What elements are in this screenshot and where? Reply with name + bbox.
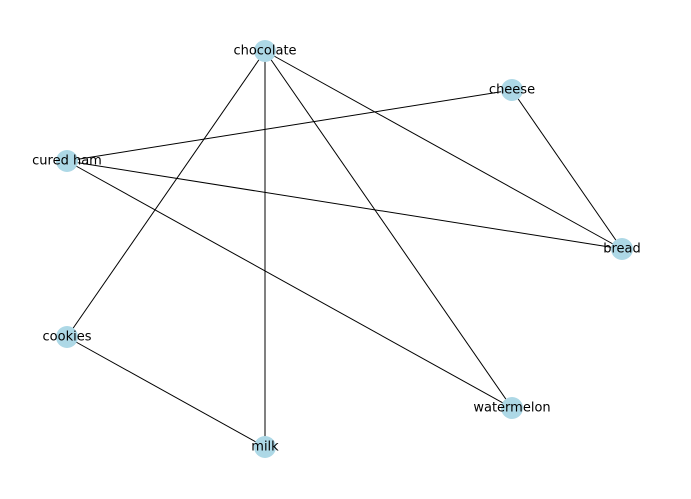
node-circle	[501, 397, 523, 419]
node-circle	[611, 238, 633, 260]
node-label: bread	[603, 242, 641, 257]
node-cheese: cheese	[489, 79, 535, 101]
edges	[66, 50, 623, 448]
edge-cheese-cured_ham	[66, 89, 513, 162]
nodes: chocolate cheese cured ham bread cookies wate…	[32, 40, 641, 458]
edge-chocolate-cookies	[66, 50, 266, 338]
node-circle	[56, 326, 78, 348]
edge-cured_ham-watermelon	[66, 160, 513, 409]
node-bread: bread	[603, 238, 641, 260]
node-label: milk	[251, 440, 279, 455]
node-label: cheese	[489, 83, 535, 98]
edge-cheese-bread	[511, 89, 623, 250]
node-watermelon: watermelon	[473, 397, 551, 419]
node-label: watermelon	[473, 401, 550, 416]
node-chocolate: chocolate	[233, 40, 297, 62]
node-milk: milk	[251, 436, 279, 458]
edge-cured_ham-bread	[66, 160, 623, 250]
node-circle	[501, 79, 523, 101]
edge-chocolate-bread	[264, 50, 623, 250]
node-circle	[254, 40, 276, 62]
edge-chocolate-watermelon	[264, 50, 513, 409]
node-circle	[56, 150, 78, 172]
node-circle	[254, 436, 276, 458]
node-label: cured ham	[32, 154, 102, 169]
node-label: chocolate	[233, 44, 296, 59]
node-label: cookies	[43, 330, 92, 345]
node-cookies: cookies	[43, 326, 92, 348]
edge-cookies-milk	[66, 336, 266, 448]
node-cured_ham: cured ham	[32, 150, 102, 172]
